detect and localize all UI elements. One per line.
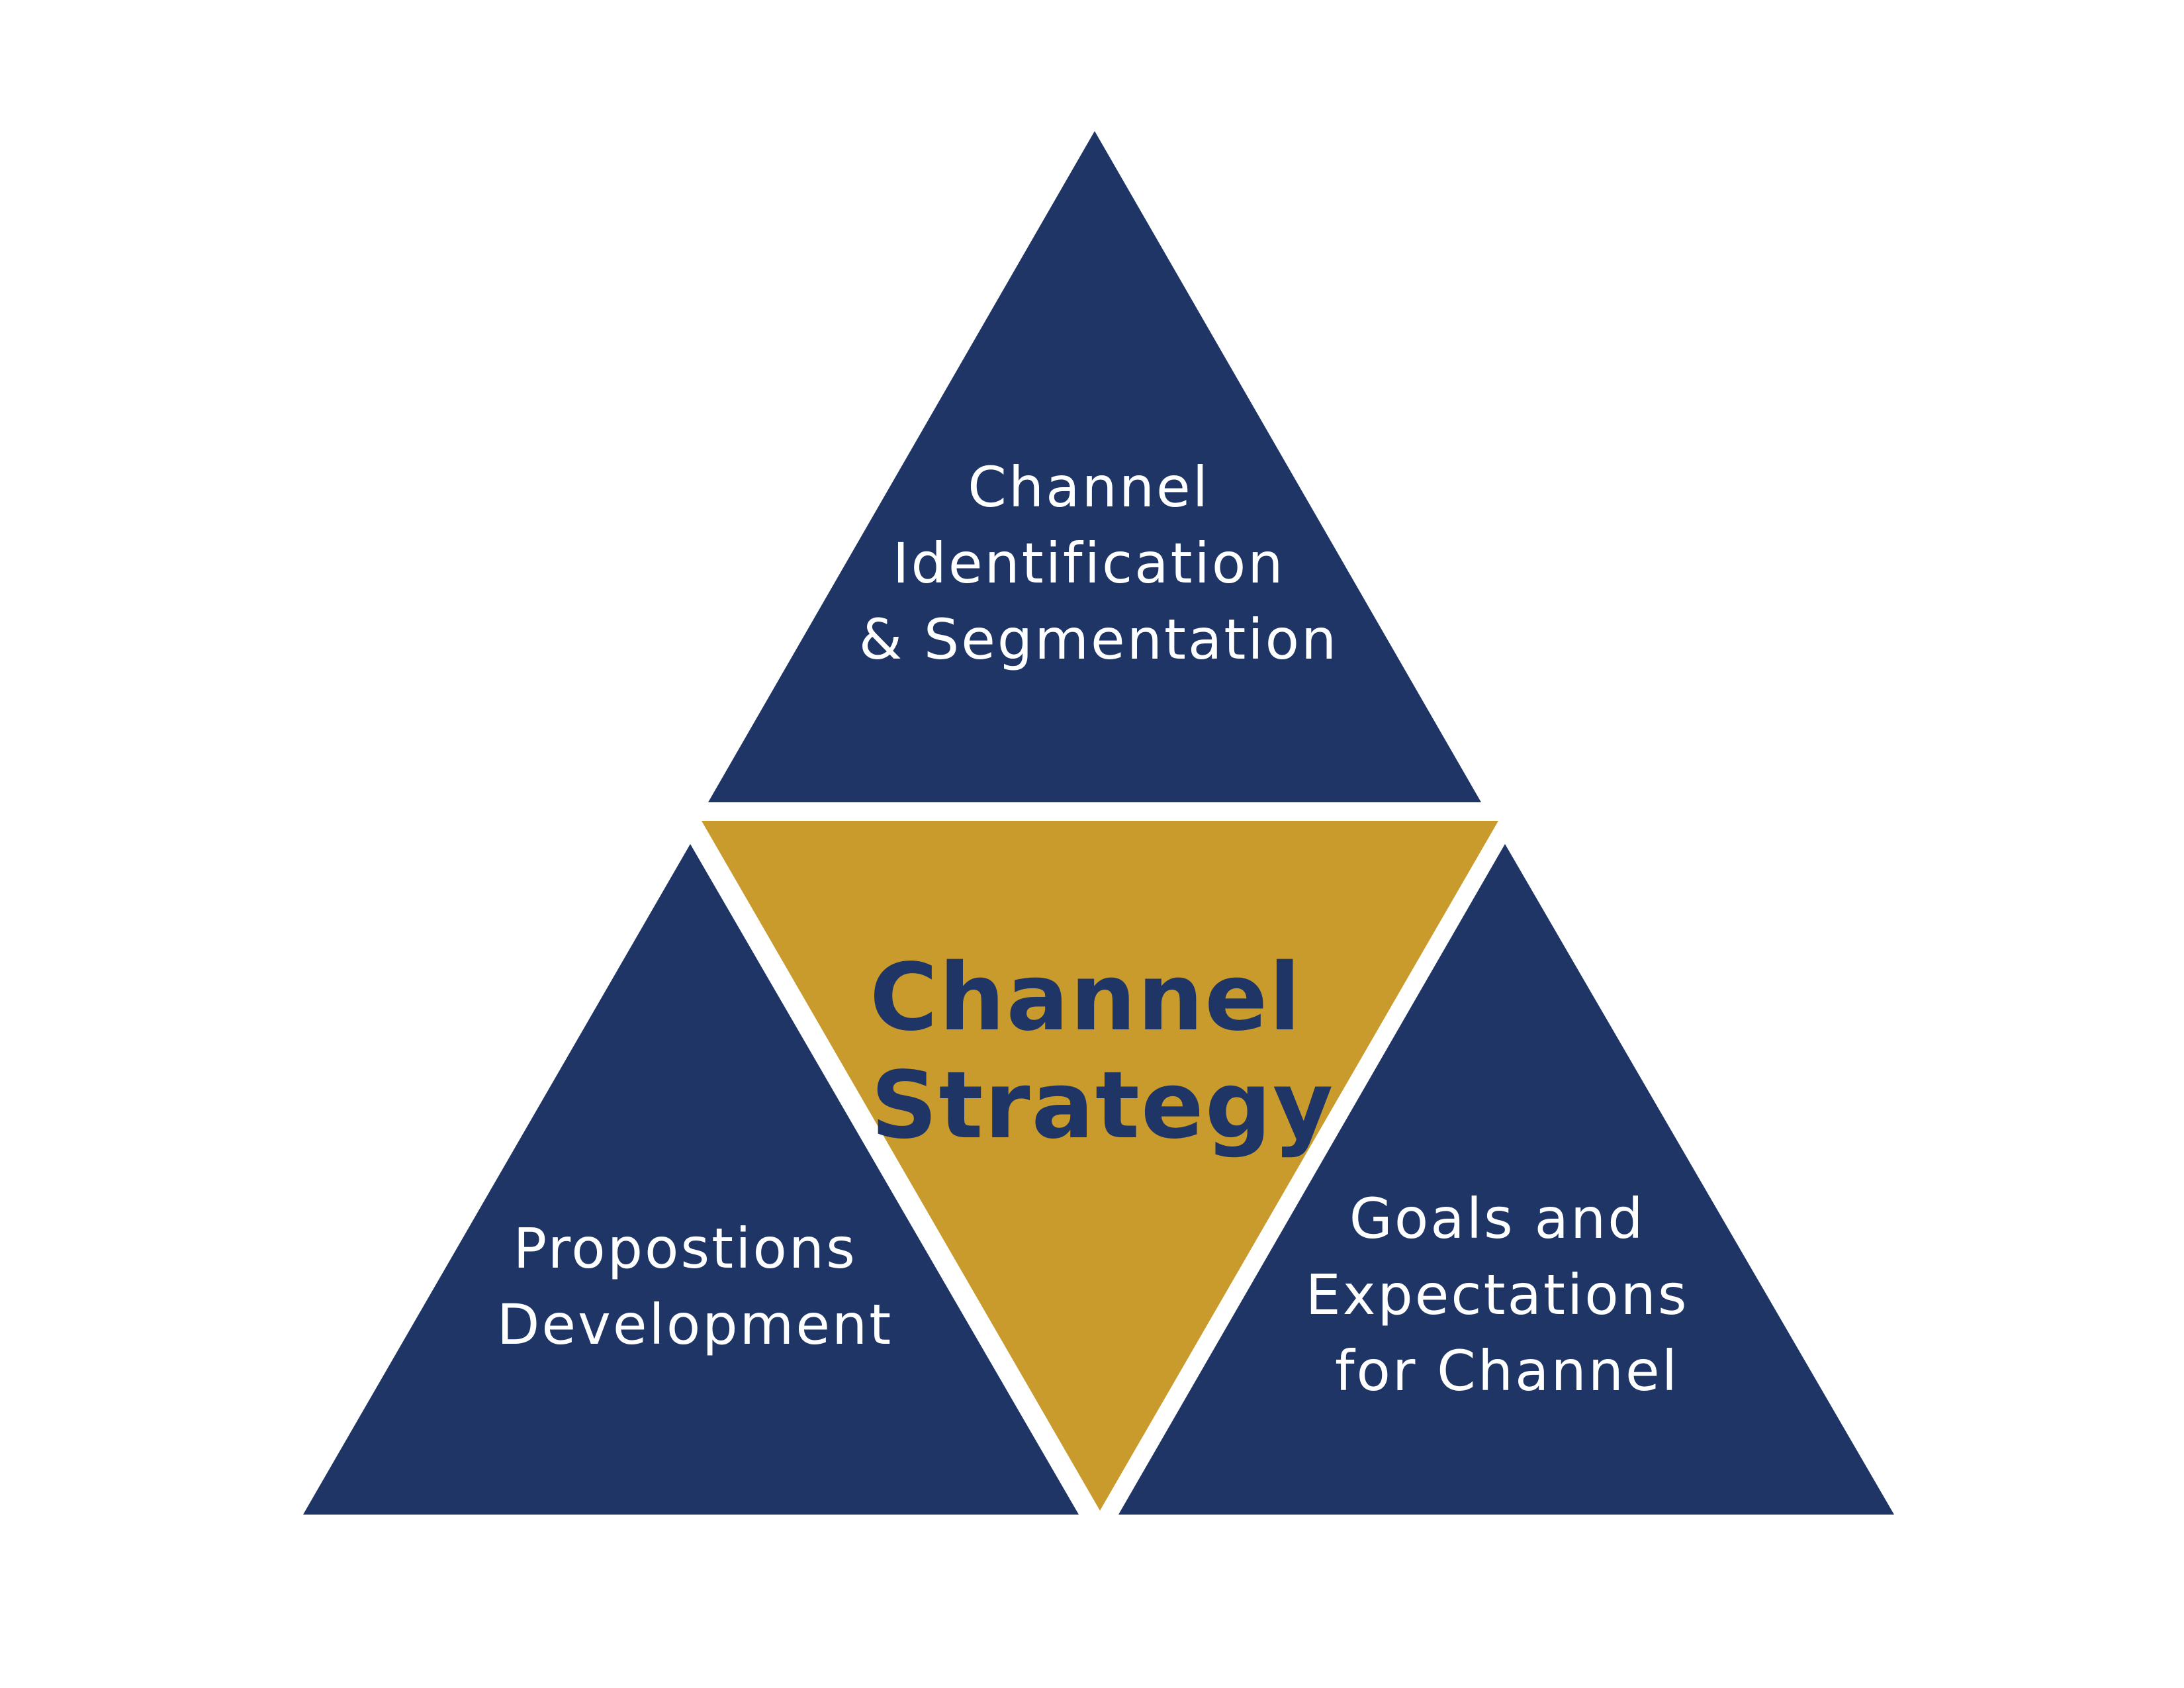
right-label-line-1: Goals and (1349, 1186, 1645, 1251)
right-triangle-label: Goals and Expectations for Channel (1306, 1186, 1709, 1403)
top-triangle-label: Channel Identification & Segmentation (859, 455, 1339, 672)
left-label-line-1: Propostions (513, 1216, 856, 1281)
top-label-line-2: Identification (893, 531, 1285, 596)
right-triangle (1118, 844, 1894, 1515)
top-label-line-3: & Segmentation (859, 607, 1339, 672)
right-label-line-3: for Channel (1335, 1338, 1679, 1403)
left-triangle-label: Propostions Development (497, 1216, 893, 1357)
center-label-line-2: Strategy (871, 1052, 1335, 1160)
center-triangle-label: Channel Strategy (870, 944, 1336, 1160)
right-label-line-2: Expectations (1306, 1262, 1689, 1327)
top-label-line-1: Channel (968, 455, 1210, 520)
left-label-line-2: Development (497, 1292, 893, 1357)
top-triangle (708, 131, 1481, 802)
left-triangle (303, 844, 1079, 1515)
center-triangle (702, 821, 1498, 1511)
center-label-line-1: Channel (870, 944, 1302, 1052)
